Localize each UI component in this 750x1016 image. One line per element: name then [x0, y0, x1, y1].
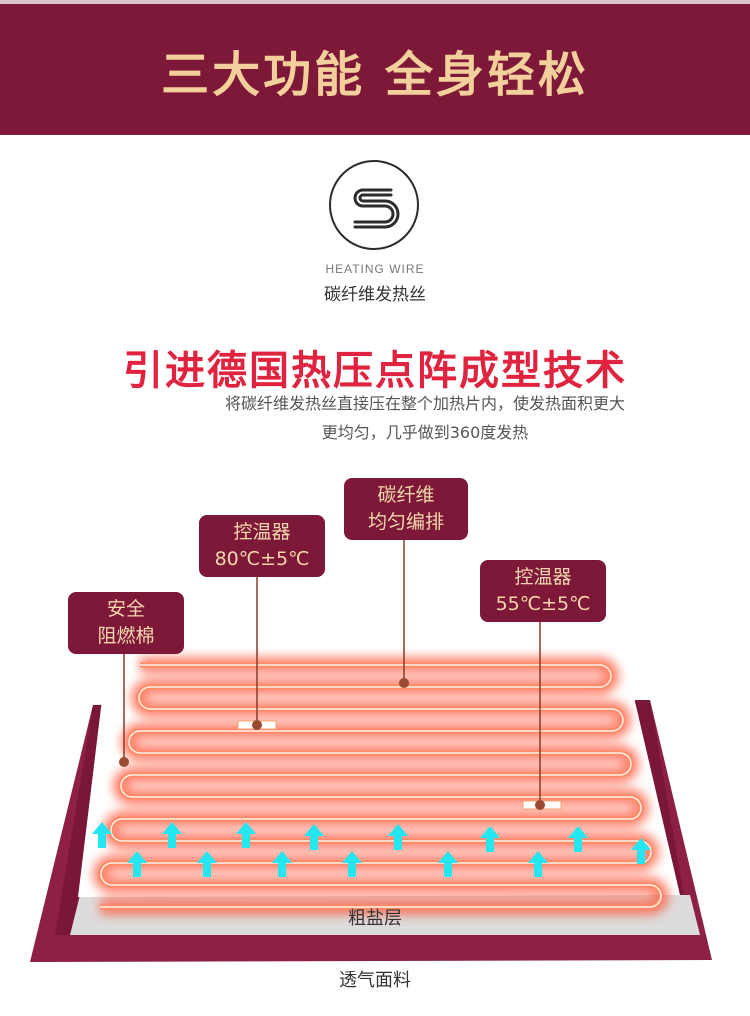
description: 将碳纤维发热丝直接压在整个加热片内，使发热面积更大 更均匀，几乎做到360度发热: [215, 389, 635, 447]
heating-wire-icon: [329, 160, 419, 250]
heat-arrow-icon: [162, 822, 182, 848]
callout-carbon-fiber: 碳纤维 均匀编排: [344, 478, 468, 540]
callout-thermostat-80-line-1: 控温器: [233, 521, 291, 543]
heat-arrow-icon: [528, 851, 548, 877]
heat-arrow-icon: [197, 851, 217, 877]
callout-thermostat-55: 控温器 55℃±5℃: [480, 560, 606, 622]
header-banner: 三大功能 全身轻松: [0, 0, 750, 135]
leader-dot-safety: [119, 757, 129, 767]
heat-arrow-icon: [236, 822, 256, 848]
heat-arrow-icon: [631, 838, 651, 864]
leader-dot-thermostat-80: [252, 720, 262, 730]
callout-safety-line-1: 安全: [106, 598, 145, 620]
description-line-1: 将碳纤维发热丝直接压在整个加热片内，使发热面积更大: [224, 394, 625, 413]
description-line-2: 更均匀，几乎做到360度发热: [321, 423, 529, 442]
heat-arrow-icon: [127, 851, 147, 877]
heat-arrow-icon: [92, 822, 112, 848]
headline: 引进德国热压点阵成型技术: [123, 348, 627, 394]
heat-arrow-icon: [272, 851, 292, 877]
heat-arrow-icon: [568, 826, 588, 852]
leader-dot-thermostat-55: [535, 800, 545, 810]
heat-arrow-icon: [438, 851, 458, 877]
feature-cn-label: 碳纤维发热丝: [324, 285, 426, 305]
callout-thermostat-55-line-2: 55℃±5℃: [495, 593, 591, 615]
heat-arrow-icon: [388, 824, 408, 850]
heat-arrow-icon: [480, 826, 500, 852]
page-title: 三大功能 全身轻松: [161, 46, 589, 103]
leader-dot-carbon-fiber: [399, 678, 409, 688]
fabric-layer-label: 透气面料: [339, 970, 411, 991]
callout-thermostat-55-line-1: 控温器: [514, 566, 572, 588]
callout-safety: 安全 阻燃棉: [68, 592, 184, 654]
callout-safety-line-2: 阻燃棉: [97, 625, 155, 647]
salt-layer-label: 粗盐层: [348, 908, 402, 929]
feature-en-label: HEATING WIRE: [325, 262, 425, 276]
callout-thermostat-80: 控温器 80℃±5℃: [199, 515, 325, 577]
callout-carbon-fiber-line-2: 均匀编排: [367, 511, 444, 533]
heat-arrow-icon: [342, 851, 362, 877]
callout-carbon-fiber-line-1: 碳纤维: [377, 484, 435, 506]
callout-thermostat-80-line-2: 80℃±5℃: [214, 548, 310, 570]
heat-arrow-icon: [304, 824, 324, 850]
